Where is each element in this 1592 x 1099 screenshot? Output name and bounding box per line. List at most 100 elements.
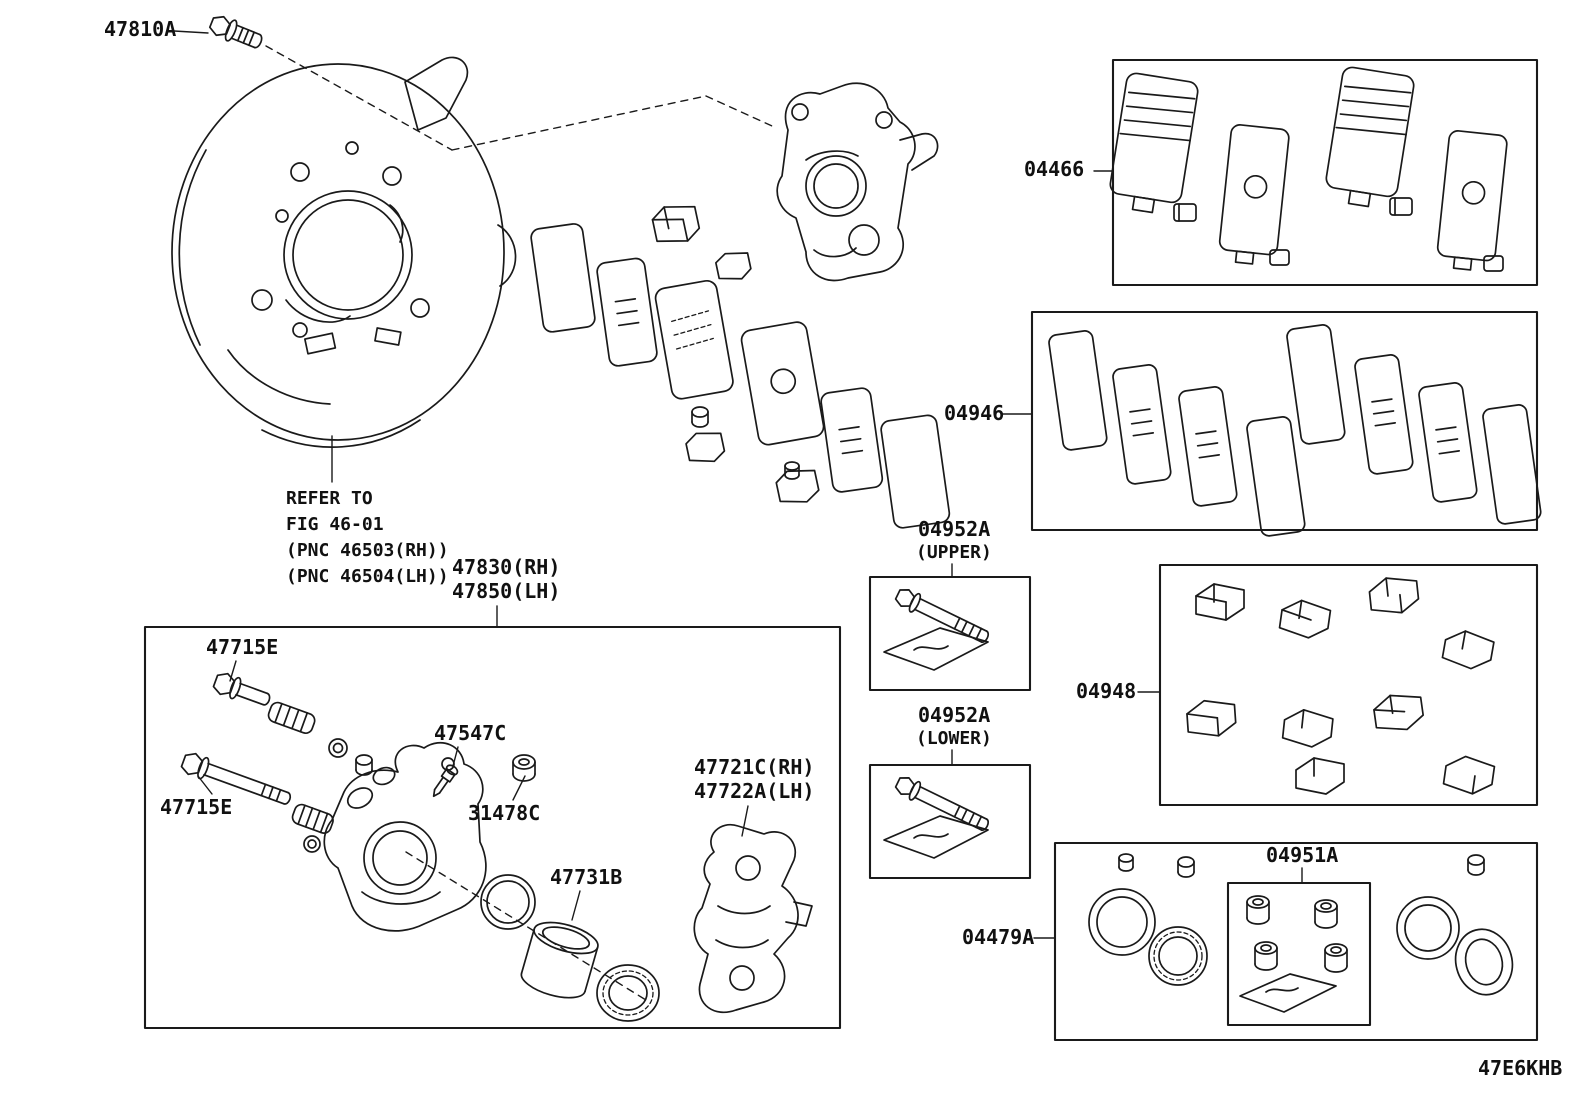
refer-note: REFER TO FIG 46-01 (PNC 46503(RH)) (PNC … (286, 486, 449, 590)
wear-indicator-art (1269, 249, 1290, 266)
caliper-housing-art (323, 742, 487, 932)
pin-kit-upper-box (868, 575, 1032, 692)
piston-boot-art (596, 964, 660, 1022)
label-caliper-assy-rh[interactable]: 47830(RH) (452, 555, 561, 579)
clip-art (1442, 755, 1496, 795)
seal-kit-art (1239, 895, 1348, 1013)
bleeder-cap-art (512, 754, 536, 782)
clip-art (1441, 630, 1495, 670)
page-code: 47E6KHB (1478, 1056, 1563, 1080)
anchor-bolt-icon (208, 15, 263, 49)
refer-note-line4: (PNC 46504(LH)) (286, 566, 449, 587)
bushing-art (1254, 941, 1278, 971)
small-bushing-art (691, 406, 709, 428)
clip-art (651, 205, 701, 243)
label-cylinder-kit[interactable]: 04479A (962, 925, 1035, 949)
wear-indicator-art (1483, 255, 1504, 272)
seal-kit-box (1226, 881, 1372, 1027)
pin-boot-art (291, 803, 334, 834)
label-mounting-lh[interactable]: 47722A(LH) (694, 779, 815, 803)
clip-art (1281, 709, 1334, 748)
bleeder-plug-art (432, 764, 459, 798)
label-slide-pin-upper[interactable]: 47715E (206, 635, 279, 659)
caliper-exploded-art (776, 82, 939, 282)
refer-note-line2: FIG 46-01 (286, 514, 384, 535)
refer-note-line3: (PNC 46503(RH)) (286, 540, 449, 561)
clip-art (1278, 599, 1332, 639)
shim-art (1178, 386, 1238, 507)
slide-pin-art (894, 777, 990, 832)
label-piston[interactable]: 47731B (550, 865, 623, 889)
pad-art (740, 321, 825, 446)
label-caliper-assy-lh[interactable]: 47850(LH) (452, 579, 561, 603)
piston-art (520, 921, 599, 999)
shim-art (1354, 354, 1414, 475)
label-pin-kit-upper-pos: (UPPER) (916, 542, 992, 563)
grease-packet-art (883, 627, 989, 671)
shim-art (596, 257, 658, 367)
pin-boot-art (267, 701, 316, 735)
label-bleeder-cap[interactable]: 31478C (468, 801, 541, 825)
cylinder-kit-box (1053, 841, 1539, 1042)
refer-note-line1: REFER TO (286, 488, 373, 509)
pad-art (1325, 66, 1415, 208)
slide-pin-upper-art (212, 672, 271, 706)
shim-art (880, 414, 951, 529)
clip-art (1295, 757, 1345, 795)
label-anchor-bolt[interactable]: 47810A (104, 17, 177, 41)
clip-art (715, 252, 752, 280)
label-mounting-rh[interactable]: 47721C(RH) (694, 755, 815, 779)
label-slide-pin-lower[interactable]: 47715E (160, 795, 233, 819)
slide-pin-lower-art (180, 752, 292, 805)
fitting-kit-box (1158, 563, 1539, 807)
shim-art (820, 387, 884, 493)
label-pad-kit[interactable]: 04466 (1024, 157, 1085, 181)
caliper-assembly-box (143, 625, 842, 1030)
label-shim-kit[interactable]: 04946 (944, 401, 1005, 425)
bushing-art (1324, 943, 1348, 973)
label-pin-kit-upper[interactable]: 04952A (918, 517, 991, 541)
clip-art (775, 469, 820, 503)
piston-boot-art (1148, 926, 1208, 986)
bushing-art (1246, 895, 1270, 925)
shim-art (1482, 404, 1542, 525)
pad-art (1109, 72, 1199, 214)
wear-indicator-art (1173, 203, 1197, 222)
piston-boot-art (1454, 928, 1514, 996)
label-bleeder-plug[interactable]: 47547C (434, 721, 507, 745)
small-bushing-art (1467, 854, 1485, 876)
ring-art (303, 835, 321, 853)
small-bushing-art (1118, 853, 1134, 872)
ring-art (328, 738, 348, 758)
piston-seal-art (1396, 896, 1460, 960)
wear-indicator-art (1389, 197, 1413, 216)
label-pin-kit-lower-pos: (LOWER) (916, 728, 992, 749)
pad-kit-box (1111, 58, 1539, 287)
piston-seal-art (480, 874, 536, 930)
pad-art (1436, 130, 1508, 271)
shim-art (1418, 382, 1478, 503)
shim-kit-art (1048, 324, 1542, 537)
label-seal-kit[interactable]: 04951A (1266, 843, 1339, 867)
clip-art (1195, 583, 1245, 621)
clip-art (1186, 699, 1237, 737)
backing-plate-art (171, 56, 517, 448)
shim-kit-box (1030, 310, 1539, 532)
pad-kit-art (1109, 66, 1508, 272)
shim-art (1048, 330, 1108, 451)
small-bushing-art (1177, 856, 1195, 878)
shim-art (530, 223, 596, 333)
bushing-art (1314, 899, 1338, 929)
cylinder-kit-art (1088, 853, 1514, 996)
clip-art (1368, 577, 1420, 614)
clip-art (1373, 694, 1425, 731)
pin-kit-lower-box (868, 763, 1032, 880)
label-pin-kit-lower[interactable]: 04952A (918, 703, 991, 727)
clip-art (685, 432, 726, 463)
label-fitting-kit[interactable]: 04948 (1076, 679, 1137, 703)
center-pads-art (530, 205, 951, 529)
mounting-bracket-art (693, 823, 813, 1014)
caliper-assembly-art (180, 672, 813, 1022)
